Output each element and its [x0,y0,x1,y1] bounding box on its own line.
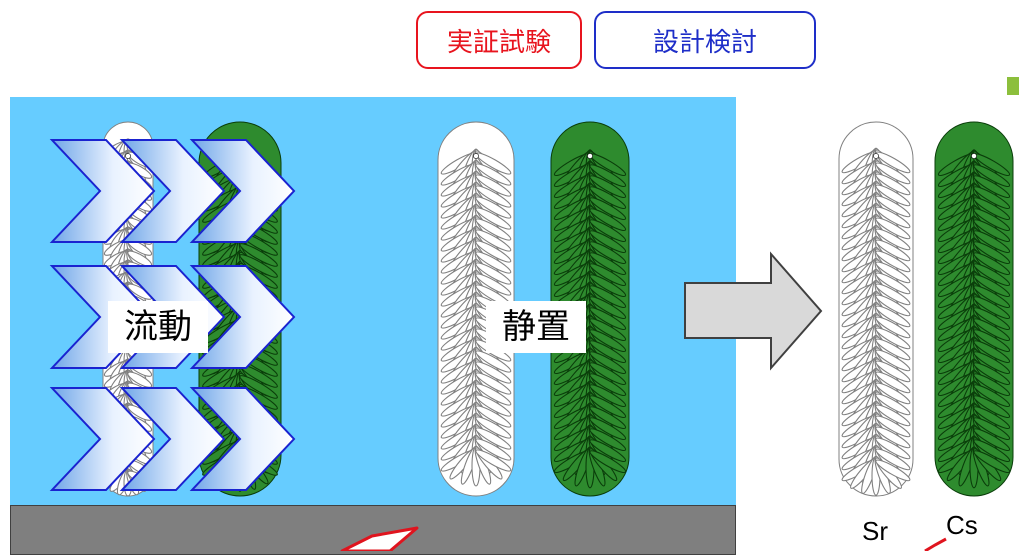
sr-adsorbent-column-design [838,121,914,497]
corner-marker [1007,77,1019,95]
red-pointer-arrows [340,526,947,551]
sr-adsorbent-column-static [437,121,515,497]
flow-chevron [189,265,296,369]
process-arrow [684,251,823,371]
static-label: 静置 [486,301,586,353]
cs-adsorbent-column-design [934,121,1014,497]
cesium-label: Cs [946,510,978,540]
flow-label: 流動 [108,301,208,353]
flow-chevron [49,139,156,243]
strontium-label: Sr [862,516,888,546]
flow-chevron [119,387,226,491]
flow-chevron [189,139,296,243]
design-study-label: 設計検討 [652,27,757,58]
flow-chevron [49,387,156,491]
flow-chevron [189,387,296,491]
demonstration-test-label: 実証試験 [446,27,551,58]
design-study-tag: 設計検討 [594,11,816,69]
flow-chevron [119,139,226,243]
demonstration-test-tag: 実証試験 [416,11,582,69]
